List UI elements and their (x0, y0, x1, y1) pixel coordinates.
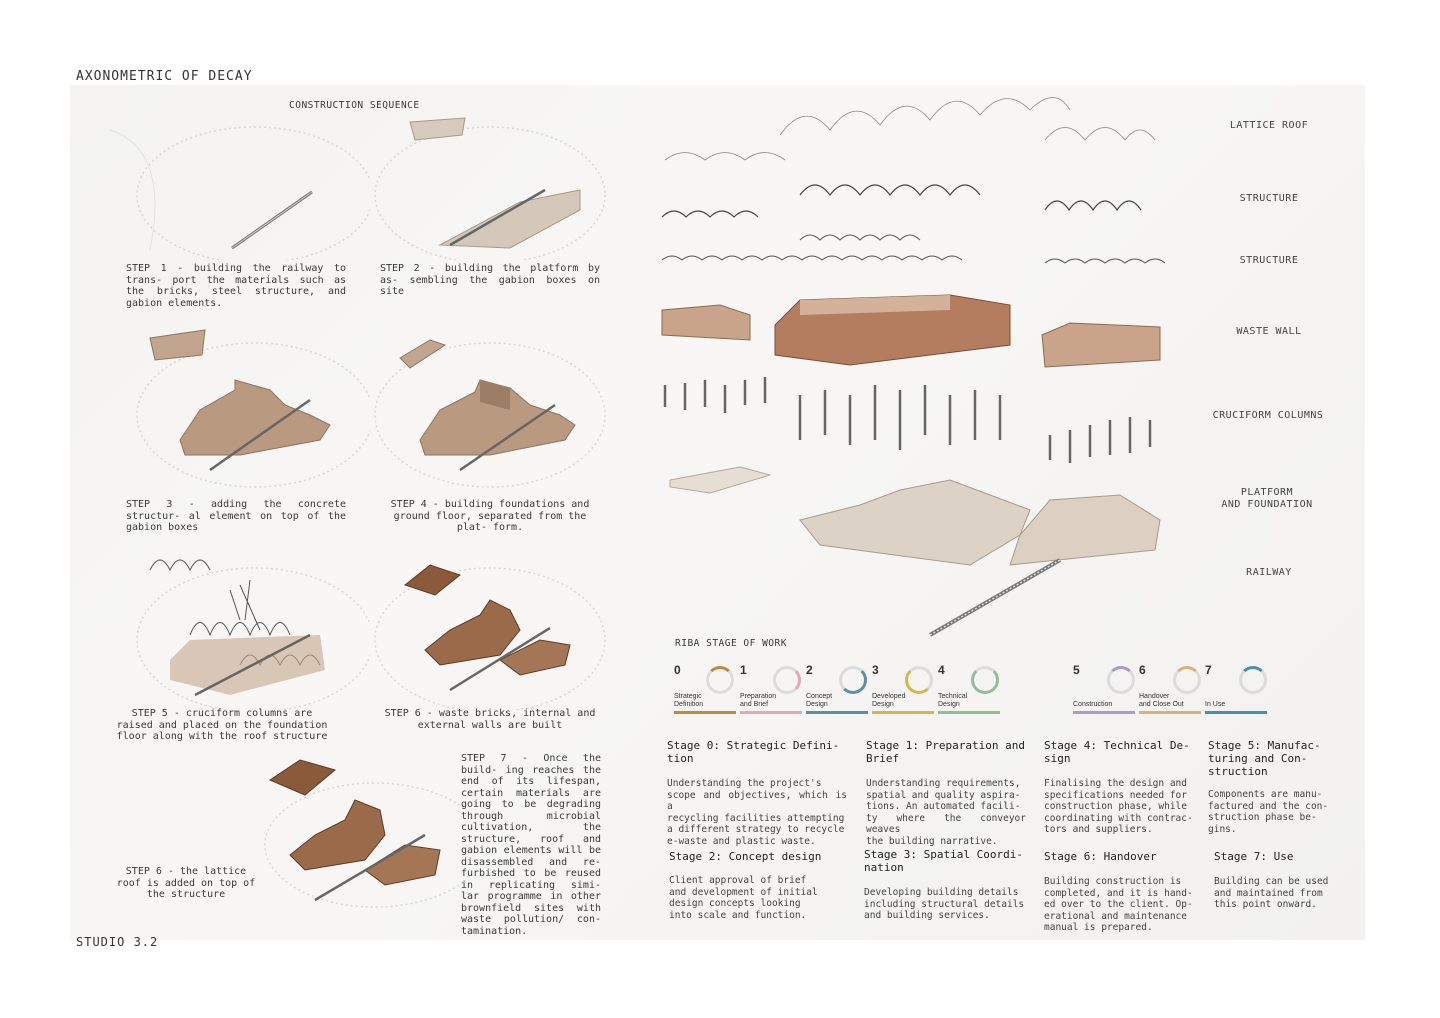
stage6-body: Building construction is completed, and … (1044, 876, 1193, 933)
step4-caption: STEP 4 - building foundations and ground… (390, 499, 590, 533)
layer-label-waste-wall: WASTE WALL (1236, 326, 1302, 337)
stage-bar (674, 711, 736, 714)
stage-number: 0 (674, 663, 681, 677)
stage7-heading: Stage 7: Use (1214, 850, 1294, 863)
step2-caption: STEP 2 - building the platform by as- se… (380, 263, 600, 297)
stage-number: 4 (938, 663, 945, 677)
stage-name: Technical Design (938, 693, 968, 708)
step6-caption: STEP 6 - waste bricks, internal and exte… (384, 708, 596, 731)
step4-drawing (374, 339, 606, 488)
stage-number: 7 (1205, 663, 1212, 677)
stage-number: 1 (740, 663, 747, 677)
footer-studio-label: STUDIO 3.2 (76, 935, 159, 949)
stage-bar (1073, 711, 1135, 714)
stage-name: Strategic Definition (674, 693, 704, 708)
stage-ring-icon (773, 666, 801, 694)
stage5-heading: Stage 5: Manufac- turing and Con- struct… (1208, 739, 1321, 778)
stage3-heading: Stage 3: Spatial Coordi- nation (864, 848, 1023, 874)
stage-name: Handover and Close Out (1139, 693, 1184, 708)
stage-bar (1139, 711, 1201, 714)
page-title: AXONOMETRIC OF DECAY (76, 69, 253, 84)
stage-number: 5 (1073, 663, 1080, 677)
layer-label-railway: RAILWAY (1246, 567, 1292, 578)
step5-caption: STEP 5 - cruciform columns are raised an… (116, 708, 328, 742)
step3-caption: STEP 3 - adding the concrete structur- a… (126, 499, 346, 533)
riba-title: RIBA STAGE OF WORK (675, 638, 787, 649)
stage0-body: Understanding the project's scope and ob… (667, 778, 847, 847)
stage2-heading: Stage 2: Concept design (669, 850, 822, 863)
layer-label-platform: PLATFORM AND FOUNDATION (1221, 487, 1313, 510)
step6-walls-drawing (374, 564, 606, 710)
stage5-body: Components are manu- factured and the co… (1208, 789, 1329, 835)
step6b-caption: STEP 6 - the lattice roof is added on to… (116, 866, 256, 900)
stage-bar (872, 711, 934, 714)
stage1-body: Understanding requirements, spatial and … (866, 778, 1026, 847)
stage-ring-icon (839, 666, 867, 694)
stage-name: Developed Design (872, 693, 906, 708)
stage-bar (806, 711, 868, 714)
exploded-axonometric (661, 97, 1166, 637)
stage-name: Concept Design (806, 693, 833, 708)
stage-number: 2 (806, 663, 813, 677)
stage3-body: Developing building details including st… (864, 887, 1025, 921)
step2-drawing (374, 117, 606, 260)
stage-ring-icon (1239, 666, 1267, 694)
stage4-body: Finalising the design and specifications… (1044, 778, 1193, 835)
stage1-heading: Stage 1: Preparation and Brief (866, 739, 1025, 765)
layer-label-cruciform-columns: CRUCIFORM COLUMNS (1212, 410, 1324, 421)
stage0-heading: Stage 0: Strategic Defini- tion (667, 739, 840, 765)
sequence-title: CONSTRUCTION SEQUENCE (289, 100, 420, 111)
step5-drawing (136, 559, 370, 710)
stage-bar (1205, 711, 1267, 714)
stage-number: 3 (872, 663, 879, 677)
layer-label-lattice-roof: LATTICE ROOF (1229, 120, 1309, 131)
step6-roof-drawing (264, 759, 465, 908)
stage-bar (740, 711, 802, 714)
stage-ring-icon (1173, 666, 1201, 694)
stage-name: Preparation and Brief (740, 693, 777, 708)
step1-caption: STEP 1 - building the railway to trans- … (126, 263, 346, 309)
stage7-body: Building can be used and maintained from… (1214, 876, 1329, 910)
stage-name: In Use (1205, 701, 1226, 708)
stage-ring-icon (1107, 666, 1135, 694)
step7-caption: STEP 7 - Once the build- ing reaches the… (461, 753, 601, 937)
stage-ring-icon (971, 666, 999, 694)
stage4-heading: Stage 4: Technical De- sign (1044, 739, 1190, 765)
layer-label-structure-2: STRUCTURE (1239, 255, 1299, 266)
stage-ring-icon (706, 666, 734, 694)
step1-drawing (110, 126, 370, 260)
stage6-heading: Stage 6: Handover (1044, 850, 1157, 863)
paper-background (70, 85, 1365, 940)
stage-name: Construction (1073, 701, 1113, 708)
stage-number: 6 (1139, 663, 1146, 677)
stage2-body: Client approval of brief and development… (669, 875, 818, 921)
stage-ring-icon (905, 666, 933, 694)
step3-drawing (136, 329, 370, 488)
layer-label-structure-1: STRUCTURE (1239, 193, 1299, 204)
stage-bar (938, 711, 1000, 714)
